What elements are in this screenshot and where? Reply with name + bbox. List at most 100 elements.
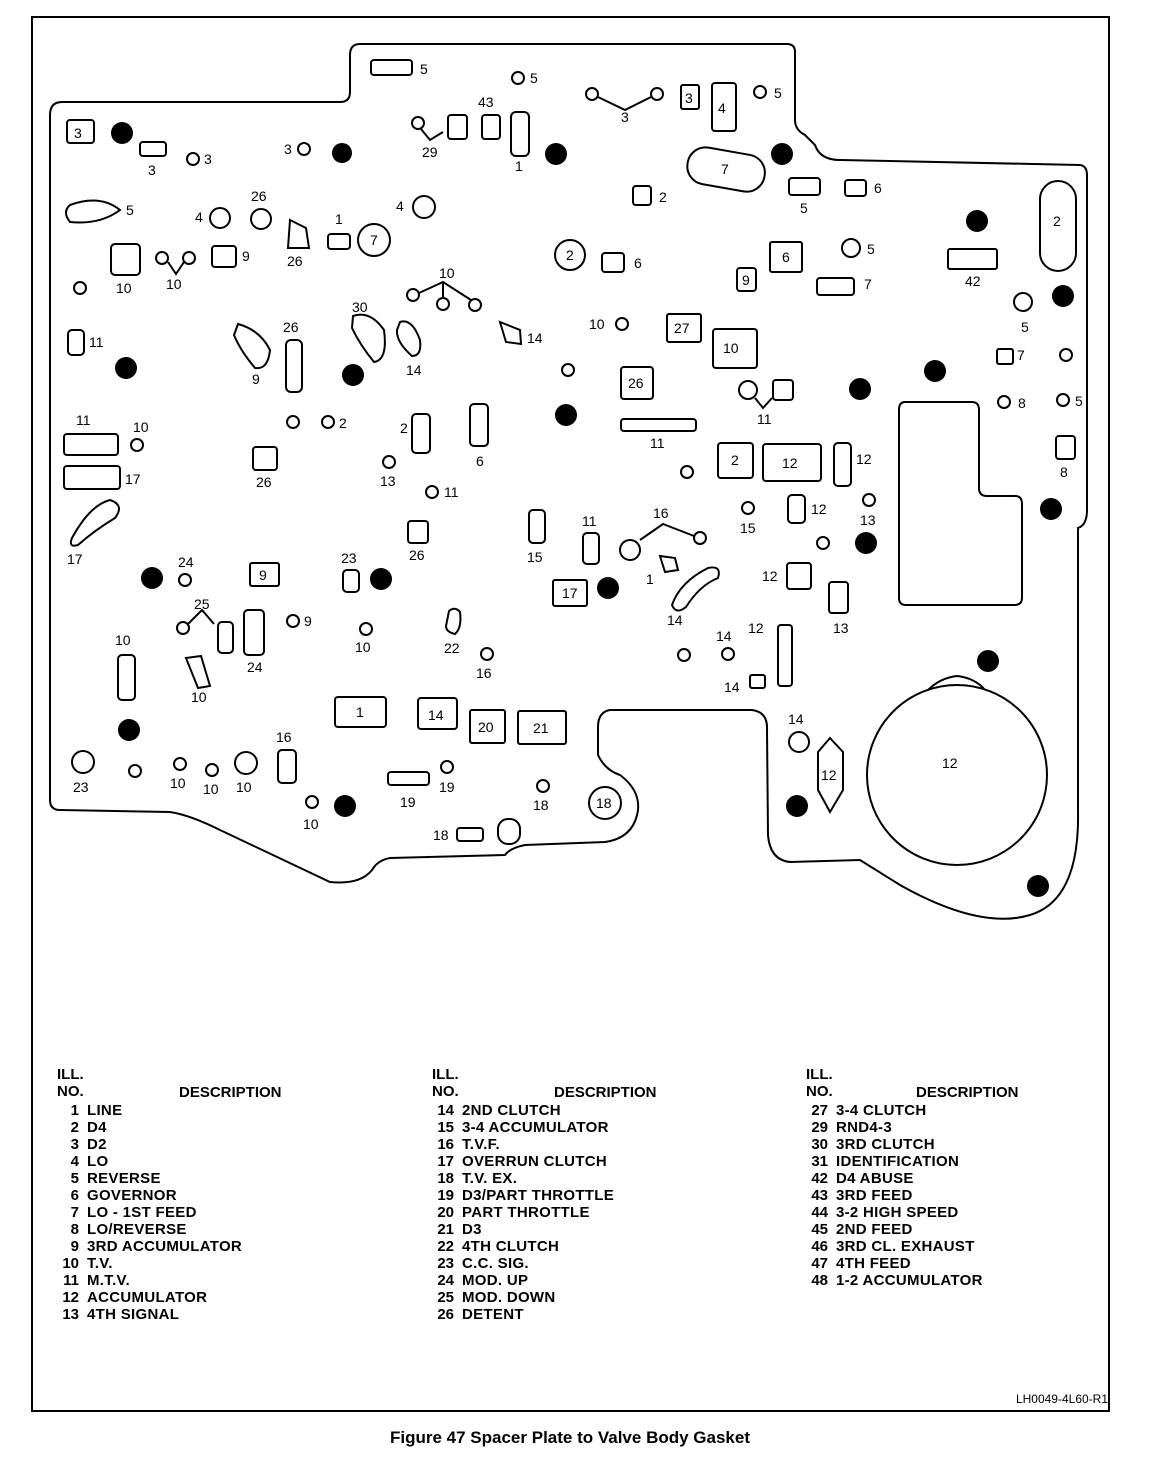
callout: 10 bbox=[133, 419, 149, 435]
callout: 12 bbox=[748, 620, 764, 636]
callout: 10 bbox=[589, 316, 605, 332]
callout: 9 bbox=[304, 613, 312, 629]
callout: 12 bbox=[811, 501, 827, 517]
callout: 12 bbox=[856, 451, 872, 467]
callout: 2 bbox=[339, 415, 347, 431]
callout: 26 bbox=[409, 547, 425, 563]
callout: 11 bbox=[444, 484, 459, 500]
callout: 3 bbox=[621, 109, 629, 125]
callout: 14 bbox=[406, 362, 422, 378]
callout: 18 bbox=[433, 827, 449, 843]
callout: 12 bbox=[821, 767, 837, 783]
callout: 7 bbox=[1017, 347, 1025, 363]
legend-ill-header: ILL. NO. bbox=[432, 1066, 459, 1100]
callout: 5 bbox=[1021, 319, 1029, 335]
callout: 10 bbox=[191, 689, 207, 705]
callout: 9 bbox=[742, 272, 750, 288]
callout: 5 bbox=[774, 85, 782, 101]
callout: 8 bbox=[1060, 464, 1068, 480]
callout: 29 bbox=[422, 144, 438, 160]
callout: 12 bbox=[942, 755, 958, 771]
callout: 11 bbox=[76, 412, 91, 428]
callout: 4 bbox=[718, 100, 726, 116]
callout: 27 bbox=[674, 320, 690, 336]
figure-caption: Figure 47 Spacer Plate to Valve Body Gas… bbox=[390, 1428, 750, 1447]
callout: 14 bbox=[527, 330, 543, 346]
callout: 26 bbox=[287, 253, 303, 269]
bolt-holes bbox=[111, 122, 1074, 897]
callout: 11 bbox=[89, 334, 104, 350]
callout: 3 bbox=[685, 90, 693, 106]
spacer-plate-diagram: 5 43 5 3 3 4 5 3 3 3 3 29 1 7 2 5 6 2 5 … bbox=[49, 43, 1088, 920]
callout: 14 bbox=[724, 679, 740, 695]
callout: 5 bbox=[126, 202, 134, 218]
callout: 22 bbox=[444, 640, 460, 656]
callout: 26 bbox=[283, 319, 299, 335]
callout: 10 bbox=[236, 779, 252, 795]
callout: 10 bbox=[166, 276, 182, 292]
callout: 30 bbox=[352, 299, 368, 315]
callout: 5 bbox=[420, 61, 428, 77]
callout: 6 bbox=[476, 453, 484, 469]
callout: 12 bbox=[782, 455, 798, 471]
callout: 15 bbox=[527, 549, 543, 565]
legend-ill-header: ILL. NO. bbox=[806, 1066, 833, 1100]
callout: 25 bbox=[194, 596, 210, 612]
callout: 11 bbox=[582, 513, 597, 529]
callout: 20 bbox=[478, 719, 494, 735]
callout: 10 bbox=[115, 632, 131, 648]
callout: 8 bbox=[1018, 395, 1026, 411]
callout: 13 bbox=[380, 473, 396, 489]
callout: 3 bbox=[284, 141, 292, 157]
callout: 12 bbox=[762, 568, 778, 584]
callout: 23 bbox=[341, 550, 357, 566]
callout: 23 bbox=[73, 779, 89, 795]
callout: 21 bbox=[533, 720, 549, 736]
callout: 2 bbox=[400, 420, 408, 436]
callout: 5 bbox=[867, 241, 875, 257]
callout: 11 bbox=[757, 411, 772, 427]
callout: 14 bbox=[716, 628, 732, 644]
callout: 9 bbox=[252, 371, 260, 387]
callout: 2 bbox=[731, 452, 739, 468]
callout: 4 bbox=[195, 209, 203, 225]
callout: 7 bbox=[370, 232, 378, 248]
callout: 10 bbox=[170, 775, 186, 791]
legend-desc-header: DESCRIPTION bbox=[554, 1084, 657, 1101]
plate-outline bbox=[49, 43, 1088, 920]
callout: 1 bbox=[335, 211, 343, 227]
callout: 17 bbox=[67, 551, 83, 567]
figure-frame bbox=[31, 16, 1110, 1412]
callout: 2 bbox=[659, 189, 667, 205]
callout: 10 bbox=[439, 265, 455, 281]
callout: 7 bbox=[721, 161, 729, 177]
callout: 17 bbox=[562, 585, 578, 601]
callout: 10 bbox=[723, 340, 739, 356]
callout: 14 bbox=[788, 711, 804, 727]
callout: 16 bbox=[653, 505, 669, 521]
